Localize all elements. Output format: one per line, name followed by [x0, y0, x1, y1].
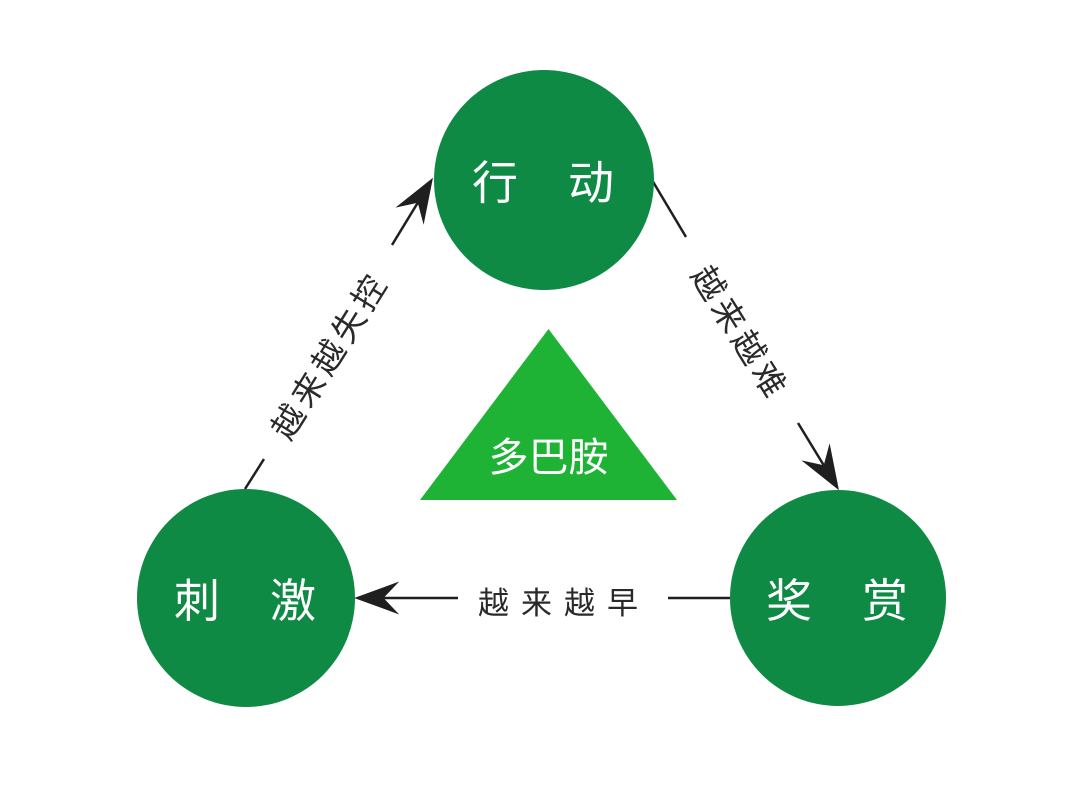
edge-stimulus-action-arrow — [390, 177, 433, 246]
edge-label-earlier: 越来越早 — [478, 586, 650, 621]
edge-action-reward-arrow — [796, 422, 839, 491]
node-stimulus-label: 刺 激 — [174, 575, 318, 627]
node-reward: 奖 赏 — [730, 490, 946, 706]
node-action: 行 动 — [434, 70, 654, 290]
center-triangle-label: 多巴胺 — [488, 436, 609, 480]
node-reward-label: 奖 赏 — [766, 575, 910, 627]
node-action-label: 行 动 — [472, 157, 616, 209]
node-stimulus: 刺 激 — [137, 489, 355, 707]
edge-stimulus-action-segment — [243, 458, 266, 490]
edge-action-reward-segment — [650, 179, 688, 238]
